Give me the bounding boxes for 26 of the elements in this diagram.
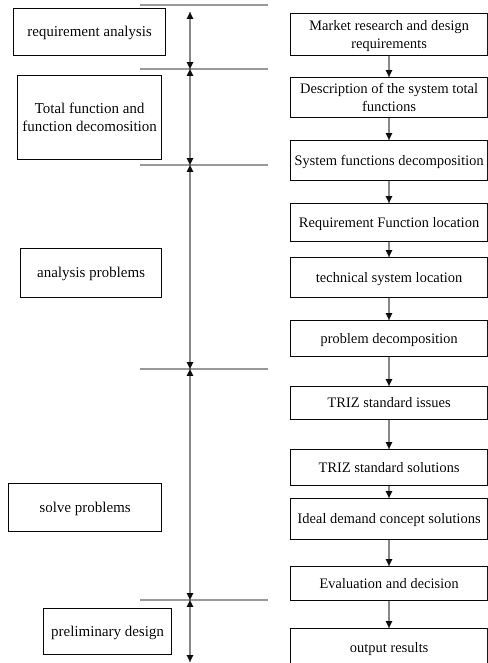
process-box: Evaluation and decision: [290, 566, 488, 601]
process-box: Ideal demand concept solutions: [290, 498, 488, 540]
phase-box: requirement analysis: [13, 8, 166, 56]
arrow: [386, 420, 392, 450]
process-box: System functions decomposition: [290, 140, 488, 181]
arrow: [386, 118, 392, 140]
phase-box: Total function and function decomosition: [17, 75, 162, 160]
arrow: [386, 56, 392, 78]
process-box: Description of the system total functions: [290, 77, 488, 118]
process-box: TRIZ standard issues: [290, 386, 488, 420]
arrow: [386, 486, 392, 498]
process-box: technical system location: [290, 257, 488, 298]
process-box: problem decomposition: [290, 320, 488, 357]
process-box: output results: [290, 628, 488, 663]
arrow: [386, 356, 392, 386]
arrow: [386, 600, 392, 628]
arrow: [386, 540, 392, 566]
arrow: [386, 242, 392, 258]
phase-box: solve problems: [8, 483, 162, 532]
process-box: Market research and design requirements: [290, 13, 488, 56]
process-box: Requirement Function location: [290, 203, 488, 242]
phase-box: analysis problems: [20, 248, 162, 298]
process-box: TRIZ standard solutions: [290, 449, 488, 486]
arrow: [386, 298, 392, 320]
arrow: [386, 180, 392, 204]
phase-box: preliminary design: [43, 608, 172, 655]
